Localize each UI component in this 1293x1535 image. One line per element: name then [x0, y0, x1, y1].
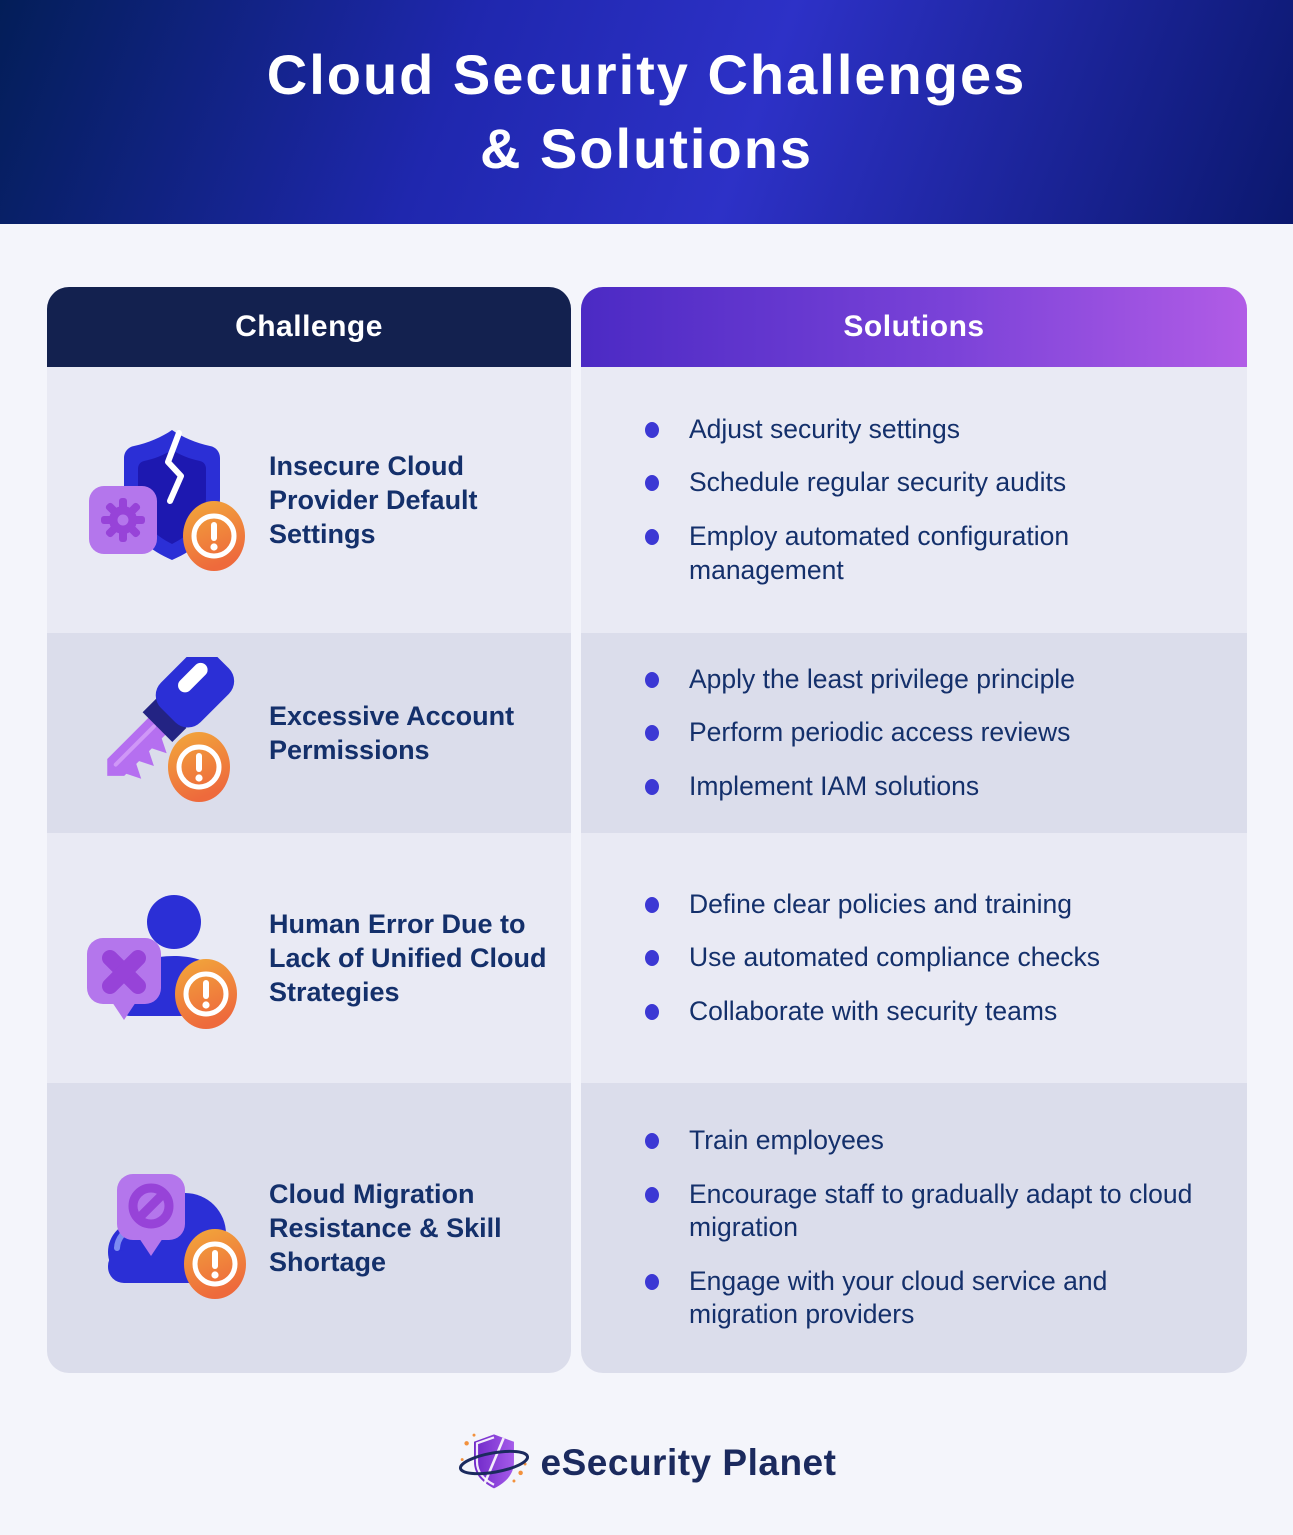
challenge-column: Challenge	[47, 287, 571, 1373]
solution-item: Adjust security settings	[643, 413, 1211, 447]
esecurity-planet-logo-icon	[457, 1427, 531, 1499]
challenge-title: Cloud Migration Resistance & Skill Short…	[269, 1178, 502, 1278]
solution-item: Implement IAM solutions	[643, 770, 1211, 804]
solution-item: Train employees	[643, 1124, 1211, 1158]
solution-item: Schedule regular security audits	[643, 466, 1211, 500]
solution-item: Collaborate with security teams	[643, 995, 1211, 1029]
challenge-column-header: Challenge	[47, 287, 571, 367]
solutions-cell-insecure-defaults: Adjust security settings Schedule regula…	[581, 367, 1247, 633]
challenge-cell-human-error: Human Error Due to Lack of Unified Cloud…	[47, 833, 571, 1083]
challenge-title: Human Error Due to Lack of Unified Cloud…	[269, 908, 547, 1008]
solutions-list: Train employees Encourage staff to gradu…	[643, 1124, 1211, 1332]
footer: eSecurity Planet	[0, 1427, 1293, 1499]
challenge-title: Insecure Cloud Provider Default Settings	[269, 450, 478, 550]
page-title-line1: Cloud Security Challenges	[266, 43, 1027, 107]
solution-item: Engage with your cloud service and migra…	[643, 1265, 1211, 1332]
solutions-column-header: Solutions	[581, 287, 1247, 367]
page-title-line2: & Solutions	[479, 117, 814, 180]
solutions-list: Define clear policies and training Use a…	[643, 888, 1211, 1029]
solution-item: Apply the least privilege principle	[643, 663, 1211, 697]
challenges-solutions-table: Challenge	[47, 287, 1247, 1373]
challenge-cell-migration-resistance: Cloud Migration Resistance & Skill Short…	[47, 1083, 571, 1373]
infographic-root: Cloud Security Challenges & Solutions Ch…	[0, 0, 1293, 1499]
solutions-cell-excessive-permissions: Apply the least privilege principle Perf…	[581, 633, 1247, 833]
challenge-cell-excessive-permissions: Excessive Account Permissions	[47, 633, 571, 833]
challenge-cell-insecure-defaults: Insecure Cloud Provider Default Settings	[47, 367, 571, 633]
solution-item: Employ automated configuration managemen…	[643, 520, 1211, 587]
solutions-cell-migration-resistance: Train employees Encourage staff to gradu…	[581, 1083, 1247, 1373]
key-warning-icon	[81, 649, 257, 809]
header-banner: Cloud Security Challenges & Solutions	[0, 0, 1293, 224]
solution-item: Define clear policies and training	[643, 888, 1211, 922]
shield-gear-warning-icon	[81, 424, 257, 576]
solutions-cell-human-error: Define clear policies and training Use a…	[581, 833, 1247, 1083]
page-title: Cloud Security Challenges & Solutions	[267, 38, 1027, 186]
person-error-warning-icon	[81, 882, 257, 1034]
solutions-column: Solutions Adjust security settings Sched…	[581, 287, 1247, 1373]
brand-name: eSecurity Planet	[540, 1442, 837, 1483]
cloud-blocked-warning-icon	[81, 1152, 257, 1304]
solution-item: Use automated compliance checks	[643, 941, 1211, 975]
solution-item: Encourage staff to gradually adapt to cl…	[643, 1178, 1211, 1245]
challenge-title: Excessive Account Permissions	[269, 700, 515, 765]
solutions-list: Apply the least privilege principle Perf…	[643, 663, 1211, 804]
solution-item: Perform periodic access reviews	[643, 716, 1211, 750]
solutions-list: Adjust security settings Schedule regula…	[643, 413, 1211, 588]
